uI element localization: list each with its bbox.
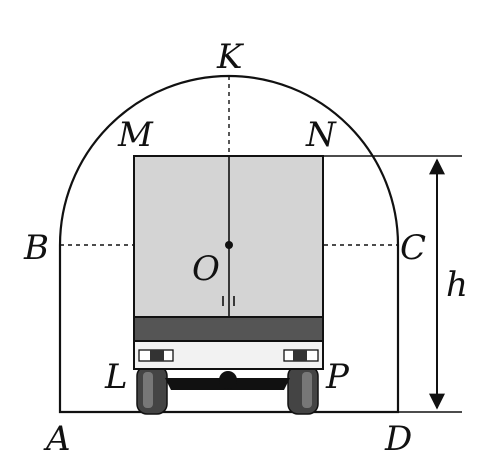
label-o: O [192, 249, 220, 289]
label-d: D [384, 419, 412, 459]
truck-bumper [133, 316, 324, 342]
label-l: L [104, 357, 128, 397]
label-b: B [23, 228, 49, 268]
center-point-o [225, 241, 233, 249]
left-tail-light-fill [150, 350, 164, 361]
label-c: C [400, 228, 426, 268]
axle-hub [219, 371, 237, 389]
label-k: K [216, 37, 245, 77]
label-p: P [325, 357, 350, 397]
label-n: N [305, 115, 337, 155]
tunnel-outline [58, 74, 400, 414]
right-wheel-tread [302, 372, 312, 408]
left-wheel-tread [143, 372, 153, 408]
label-m: M [117, 115, 154, 155]
label-h: h [446, 265, 468, 305]
right-tail-light-fill [293, 350, 307, 361]
label-a: A [43, 419, 71, 459]
